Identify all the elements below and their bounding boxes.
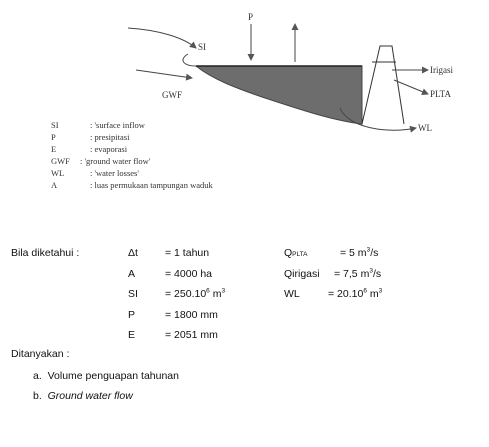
label-si: SI	[198, 42, 206, 52]
wl-arrow	[339, 107, 417, 133]
legend-desc: : 'water losses'	[90, 168, 139, 178]
item-marker: b.	[33, 390, 42, 402]
legend-abbr: P	[51, 132, 56, 142]
given-value: = 250.10	[165, 288, 207, 300]
given-value: = 7,5 m	[334, 268, 370, 280]
label-irigasi: Irigasi	[430, 65, 453, 75]
given-symbol: WL	[284, 288, 300, 300]
legend-abbr: SI	[51, 120, 59, 130]
label-plta: PLTA	[430, 89, 451, 99]
dam-structure	[361, 45, 405, 125]
legend-abbr: GWF	[51, 156, 70, 166]
given-symbol: Δt	[128, 247, 138, 259]
question-item: a. Volume penguapan tahunan	[33, 370, 179, 382]
given-symbol: Qirigasi	[284, 268, 320, 280]
question-heading: Ditanyakan :	[11, 348, 70, 360]
unit-tail: /s	[370, 247, 379, 259]
si-inflow-curve	[127, 27, 197, 49]
gwf-arrow	[135, 69, 193, 81]
given-symbol: A	[128, 268, 136, 280]
unit: m	[209, 288, 222, 300]
legend-abbr: E	[51, 144, 56, 154]
given-value: = 4000 ha	[165, 268, 213, 280]
exponent: 6	[206, 287, 210, 295]
item-marker: a.	[33, 370, 42, 382]
unit-exponent: 3	[221, 287, 226, 295]
given-symbol: SI	[128, 288, 138, 300]
unit-tail: /s	[372, 268, 382, 280]
label-wl: WL	[418, 123, 432, 133]
given-symbol: P	[128, 309, 136, 321]
unit-exponent: 3	[369, 267, 373, 275]
symbol-subscript: PLTA	[292, 251, 308, 258]
plta-arrow	[393, 79, 429, 95]
item-text: Volume penguapan tahunan	[47, 370, 179, 382]
reservoir-water	[194, 65, 363, 125]
legend-desc: : evaporasi	[90, 144, 128, 154]
given-value: = 1800 mm	[165, 309, 218, 321]
exponent: 6	[363, 287, 367, 295]
given-symbol: E	[128, 329, 136, 341]
item-text: Ground water flow	[47, 390, 133, 402]
given-value: = 5 m	[340, 247, 367, 259]
legend-abbr: WL	[51, 168, 64, 178]
given-value-row: = 7,5 m3/s	[334, 268, 381, 280]
given-symbol-row: QPLTA	[284, 247, 307, 259]
si-inflow-bank	[182, 53, 197, 67]
reservoir-diagram: SI P GWF Irigasi PLTA WL SI : 'surface i…	[51, 12, 453, 190]
given-heading: Bila diketahui :	[11, 247, 80, 259]
legend-desc: : 'ground water flow'	[80, 156, 151, 166]
given-value-row: = 250.106 m3	[165, 288, 225, 300]
legend-abbr: A	[51, 180, 58, 190]
given-value-row: = 20.106 m3	[328, 288, 382, 300]
given-value-row: = 5 m3/s	[340, 247, 378, 259]
label-p: P	[248, 12, 253, 22]
unit-tail: m	[366, 288, 379, 300]
unit-exponent: 3	[378, 287, 383, 295]
question-item: b. Ground water flow	[33, 390, 133, 402]
label-gwf: GWF	[162, 90, 182, 100]
given-value: = 20.10	[328, 288, 364, 300]
given-value: = 1 tahun	[165, 247, 210, 259]
legend-desc: : presipitasi	[90, 132, 130, 142]
given-symbol: Q	[284, 247, 293, 259]
unit-exponent: 3	[366, 246, 371, 254]
legend-desc: : 'surface inflow	[90, 120, 146, 130]
legend: SI : 'surface inflow P : presipitasi E :…	[51, 120, 213, 190]
given-value: = 2051 mm	[165, 329, 218, 341]
legend-desc: : luas permukaan tampungan waduk	[90, 180, 213, 190]
